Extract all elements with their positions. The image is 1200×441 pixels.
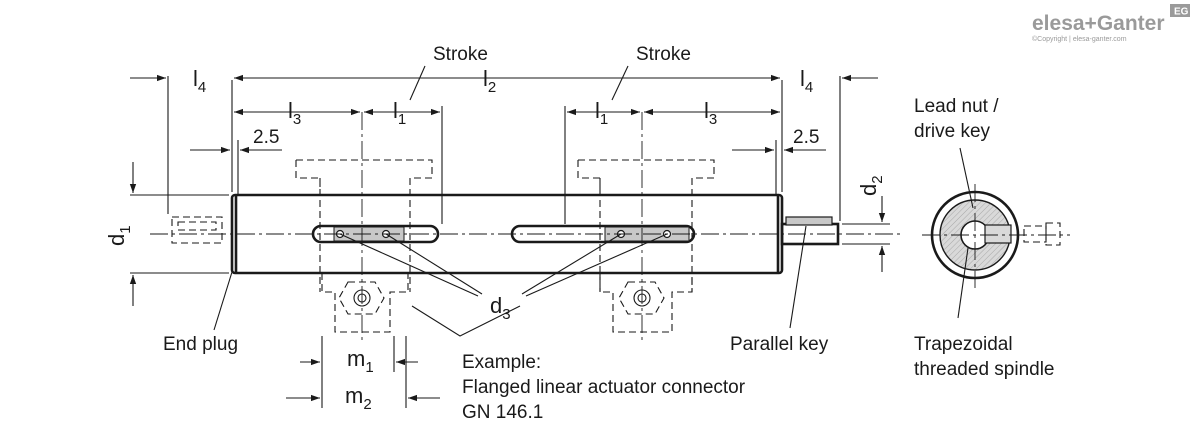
leader-example bbox=[411, 305, 521, 337]
parallel-key-shape bbox=[785, 216, 833, 226]
leader-stroke-left bbox=[409, 65, 426, 101]
label-gap-left: 2.5 bbox=[253, 127, 279, 148]
spindle-end bbox=[780, 216, 840, 246]
label-stroke-left: Stroke bbox=[433, 44, 488, 65]
label-example-1: Example: bbox=[462, 352, 541, 373]
section-view bbox=[922, 147, 1070, 319]
extension-lines bbox=[130, 76, 890, 408]
label-l3-left: l3 bbox=[288, 98, 301, 128]
label-gap-right: 2.5 bbox=[793, 127, 819, 148]
label-spindle-2: threaded spindle bbox=[914, 359, 1055, 380]
leader-d3-a bbox=[339, 233, 479, 297]
label-end-plug: End plug bbox=[163, 334, 238, 355]
section-screw-body bbox=[1023, 225, 1047, 243]
label-d2: d2 bbox=[856, 175, 886, 196]
leader-stroke-right bbox=[611, 65, 629, 101]
label-example-2: Flanged linear actuator connector bbox=[462, 377, 746, 398]
label-d1: d1 bbox=[104, 225, 134, 246]
label-stroke-right: Stroke bbox=[636, 44, 691, 65]
dimension-lines bbox=[129, 74, 886, 402]
leader-lines bbox=[213, 65, 807, 337]
left-end-ghost-key bbox=[177, 221, 217, 231]
label-m1: m1 bbox=[347, 346, 374, 376]
connector-left-upper bbox=[295, 159, 433, 292]
brand-badge-text: EG bbox=[1174, 7, 1189, 18]
leader-d3-d bbox=[525, 233, 668, 297]
label-example-3: GN 146.1 bbox=[462, 402, 543, 423]
label-d3: d3 bbox=[490, 293, 511, 323]
left-end-ghost-outline bbox=[171, 216, 223, 244]
profile-body bbox=[150, 193, 900, 275]
connector-right-upper bbox=[577, 159, 715, 292]
copyright-text: ©Copyright | elesa-ganter.com bbox=[1032, 35, 1127, 43]
label-l4-left: l4 bbox=[193, 66, 206, 96]
connector-left-lower bbox=[321, 273, 409, 333]
label-l1-right: l1 bbox=[595, 98, 608, 128]
brand-badge bbox=[1170, 4, 1190, 17]
connector-left-hex bbox=[338, 281, 385, 315]
leader-parallel-key bbox=[789, 225, 807, 329]
brand-logo-text: elesa+Ganter bbox=[1032, 12, 1165, 35]
brand-logo: elesa+Ganter EG ©Copyright | elesa-gante… bbox=[1032, 4, 1190, 43]
left-end-ghost bbox=[171, 216, 223, 244]
label-l2: l2 bbox=[483, 66, 496, 96]
leader-lead-nut bbox=[959, 147, 974, 209]
dimension-texts: l2 l4 l4 l3 l1 l1 l3 2.5 2.5 d1 d2 d3 m1… bbox=[104, 66, 886, 413]
leader-d3-c bbox=[521, 233, 622, 295]
label-l3-right: l3 bbox=[704, 98, 717, 128]
leader-d3-b bbox=[385, 233, 483, 295]
label-parallel-key: Parallel key bbox=[730, 334, 829, 355]
section-drive-key bbox=[984, 224, 1012, 244]
label-m2: m2 bbox=[345, 383, 372, 413]
connector-right-hex bbox=[618, 281, 665, 315]
leader-spindle bbox=[957, 247, 969, 319]
label-lead-nut-1: Lead nut / bbox=[914, 96, 999, 117]
label-l4-right: l4 bbox=[800, 66, 813, 96]
leader-end-plug bbox=[213, 271, 233, 331]
callout-texts: Stroke Stroke End plug Parallel key Lead… bbox=[163, 44, 1055, 423]
label-spindle-1: Trapezoidal bbox=[914, 334, 1013, 355]
label-lead-nut-2: drive key bbox=[914, 121, 991, 142]
section-screw-head bbox=[1045, 222, 1061, 246]
connector-right-lower bbox=[599, 273, 693, 333]
label-l1-left: l1 bbox=[393, 98, 406, 128]
